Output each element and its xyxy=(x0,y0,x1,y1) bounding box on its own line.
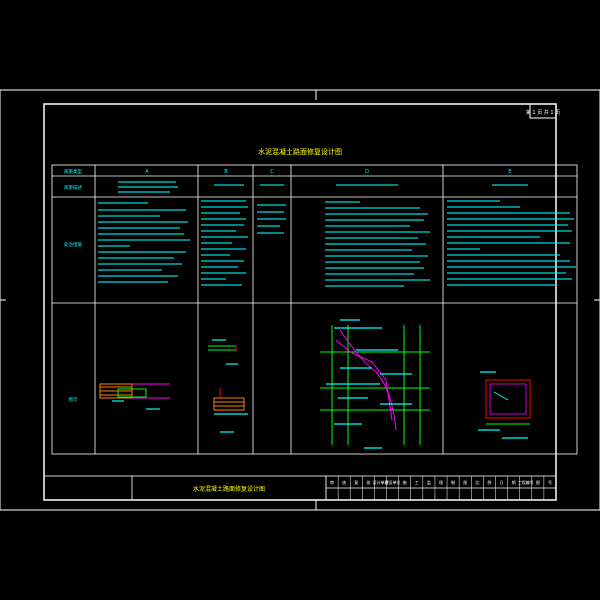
description-row-text xyxy=(118,181,528,193)
footer-field-label: 核 xyxy=(342,479,346,485)
header-col-a: A xyxy=(145,169,149,175)
footer-field-label: 施 xyxy=(403,479,407,485)
illustration-a xyxy=(99,383,170,410)
footer-field-label: 理 xyxy=(439,479,443,485)
treatment-col-b-text xyxy=(201,200,248,286)
footer-field-label: 日 xyxy=(500,480,504,485)
footer-field-label: 比 xyxy=(475,479,479,485)
treatment-col-e-text xyxy=(447,200,576,286)
footer-field-label: 建设单位 xyxy=(385,479,401,485)
sheet-label: 第 1 页 共 1 页 xyxy=(526,109,560,116)
footer-field-label: 制 xyxy=(451,479,455,485)
treatment-col-a-text xyxy=(98,202,190,283)
header-col-e: E xyxy=(508,169,511,175)
footer-field-label: 工程编号 xyxy=(518,479,534,485)
row-label-treatment: 处治措施 xyxy=(64,241,82,248)
footer-field-label: 期 xyxy=(512,479,516,485)
illustration-b xyxy=(208,339,248,433)
row-label-illustration: 图示 xyxy=(69,397,78,403)
illustration-e xyxy=(478,371,531,439)
footer-field-label: 复 xyxy=(354,479,358,485)
disease-table xyxy=(51,164,578,455)
footer-field-label: 号 xyxy=(548,479,552,485)
footer-field-label: 例 xyxy=(487,479,491,485)
row-label-description: 病害描述 xyxy=(64,184,82,191)
footer-field-label: 设计单位 xyxy=(372,479,388,485)
footer-field-label: 工 xyxy=(415,480,419,485)
header-col-c: C xyxy=(270,169,274,175)
footer-title: 水泥混凝土路面修复设计图 xyxy=(193,485,265,493)
treatment-col-d-text xyxy=(325,201,430,287)
treatment-col-c-text xyxy=(257,204,286,234)
footer-field-label: 审 xyxy=(330,479,334,485)
illustration-d xyxy=(320,319,430,449)
footer-field-label: 核 xyxy=(366,479,370,485)
header-col-d: D xyxy=(365,169,369,175)
footer-field-label: 监 xyxy=(427,479,431,485)
header-col-b: B xyxy=(224,169,228,175)
footer-field-label: 图 xyxy=(463,479,467,485)
footer-fields: 审核复核设计单位建设单位施工监理制图比例日期工程编号图号 xyxy=(325,476,552,500)
sheet-label-box xyxy=(529,103,557,119)
outer-frame xyxy=(0,89,600,511)
header-col1: 病害类型 xyxy=(64,168,82,175)
footer-field-label: 图 xyxy=(536,479,540,485)
drawing-title: 水泥混凝土路面修复设计图 xyxy=(258,147,342,156)
inner-frame xyxy=(43,103,557,501)
